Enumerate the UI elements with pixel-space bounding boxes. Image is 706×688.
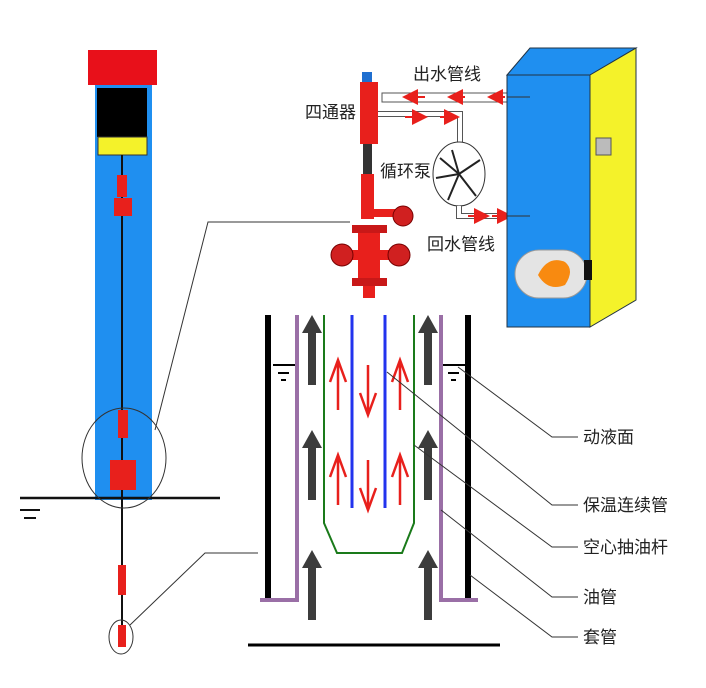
up-arrow-icon [302,430,322,500]
well-overview [20,50,350,655]
label-four-way: 四通器 [305,103,356,123]
pump-impeller-icon [435,149,481,201]
mini-component [117,175,127,197]
red-up-arrow-icon [390,356,410,410]
stem-red [361,174,374,219]
tubing-right [439,315,478,602]
flange [352,278,387,286]
downhole-section [248,315,578,647]
label-return-line: 回水管线 [427,235,495,255]
label-fluid-level: 动液面 [583,428,634,448]
red-up-arrow-icon [390,451,410,505]
heater-unit [505,47,638,328]
up-arrow-icon [302,315,322,385]
mini-component [118,565,126,595]
label-oil-tubing: 油管 [583,588,617,608]
heater-side [589,47,637,328]
label-circulation-pump: 循环泵 [380,162,431,182]
wellhead-assembly [330,72,513,298]
detail-circle-wellhead [81,407,167,509]
label-casing: 套管 [583,628,617,648]
heater-indicator [595,137,612,156]
mini-component [118,410,128,438]
four-way-connector [360,82,378,144]
stub [363,286,375,298]
valve-wheel-icon [387,243,411,267]
label-hollow-sucker-rod: 空心抽油杆 [583,538,668,558]
label-insulated-coiled-tubing: 保温连续管 [583,496,668,516]
tubing-left [260,315,299,602]
mini-wellhead [110,460,136,490]
outlet-pipe [381,92,509,103]
cross-pipe [340,250,400,260]
red-up-arrow-icon [328,356,348,410]
red-down-arrow-icon [358,460,378,514]
cap [362,72,372,82]
upflow-arrows [302,315,438,620]
flame-icon [538,260,570,288]
up-arrow-icon [302,550,322,620]
well-cap [88,50,157,85]
mini-component [118,625,126,647]
stem [363,144,372,174]
detail-circle-downhole [108,619,134,655]
flange [352,225,387,233]
label-outlet-line: 出水管线 [413,65,481,85]
well-yellow-band [97,136,148,156]
leader-wellhead [154,221,350,431]
hollow-rod [323,315,415,554]
valve-wheel-icon [330,243,354,267]
well-top-block [97,88,147,137]
up-arrow-icon [418,315,438,385]
up-arrow-icon [418,550,438,620]
red-up-arrow-icon [328,451,348,505]
red-down-arrow-icon [358,365,378,419]
heat-flow-arrows [328,356,410,514]
mini-component [114,198,132,216]
side-pipe [374,209,396,217]
leader-lines [386,366,578,638]
up-arrow-icon [418,430,438,500]
valve-wheel-icon [392,205,414,227]
leader-downhole [129,552,258,626]
